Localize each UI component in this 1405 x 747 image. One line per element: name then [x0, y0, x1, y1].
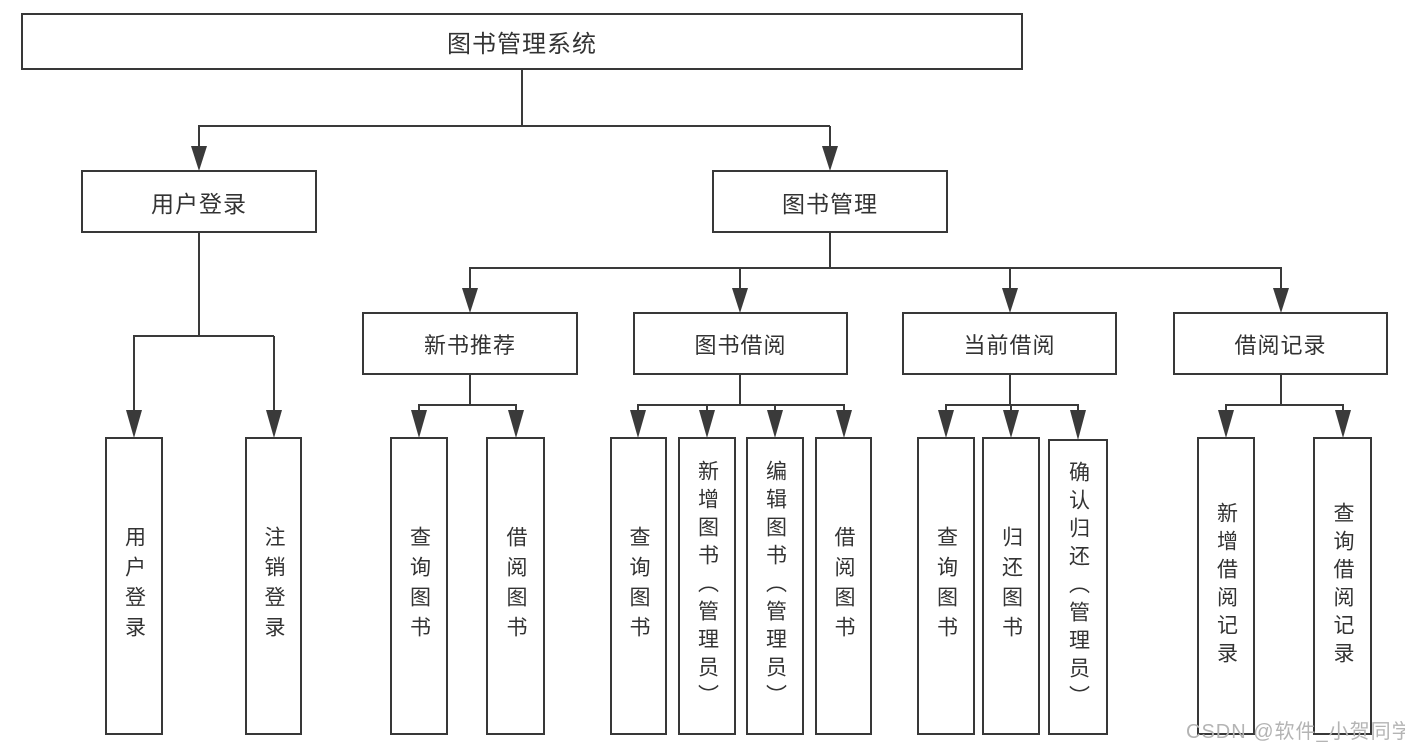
node-label: 当前借阅 [963, 332, 1056, 358]
node-library-management-system: 图书管理系统 [21, 13, 1023, 70]
leaf-add-books-admin: 新增图书（管理员） [678, 437, 736, 735]
leaf-logout: 注销登录 [245, 437, 302, 735]
node-borrow-records: 借阅记录 [1173, 312, 1388, 375]
node-label: 用户登录 [151, 190, 247, 217]
node-user-login: 用户登录 [81, 170, 317, 233]
leaf-label: 用户登录 [122, 526, 146, 646]
leaf-borrow-books: 借阅图书 [815, 437, 872, 735]
leaf-label: 确认归还（管理员） [1066, 461, 1090, 713]
node-book-management: 图书管理 [712, 170, 948, 233]
node-book-borrow: 图书借阅 [633, 312, 848, 375]
leaf-label: 新增借阅记录 [1214, 502, 1238, 670]
leaf-query-books-borrow: 查询图书 [610, 437, 667, 735]
csdn-watermark: CSDN @软件_小贺同学 [1186, 721, 1405, 743]
leaf-label: 注销登录 [262, 526, 285, 646]
node-label: 借阅记录 [1234, 332, 1327, 358]
leaf-query-books-current: 查询图书 [917, 437, 975, 735]
leaf-edit-books-admin: 编辑图书（管理员） [746, 437, 804, 735]
node-label: 新书推荐 [423, 332, 516, 358]
leaf-query-books-recommend: 查询图书 [390, 437, 448, 735]
leaf-label: 借阅图书 [504, 526, 527, 646]
leaf-label: 查询图书 [934, 526, 958, 646]
leaf-label: 查询借阅记录 [1331, 502, 1354, 670]
leaf-label: 新增图书（管理员） [695, 460, 719, 712]
node-label: 图书管理 [782, 190, 878, 217]
leaf-add-borrow-record: 新增借阅记录 [1197, 437, 1255, 735]
node-current-borrow: 当前借阅 [902, 312, 1117, 375]
node-new-book-recommend: 新书推荐 [362, 312, 578, 375]
leaf-borrow-books-recommend: 借阅图书 [486, 437, 545, 735]
leaf-label: 查询图书 [627, 526, 650, 646]
node-label: 图书管理系统 [447, 31, 597, 58]
leaf-label: 查询图书 [407, 526, 431, 646]
leaf-user-login: 用户登录 [105, 437, 163, 735]
leaf-return-books: 归还图书 [982, 437, 1040, 735]
leaf-label: 编辑图书（管理员） [763, 460, 787, 712]
leaf-confirm-return-admin: 确认归还（管理员） [1048, 439, 1108, 735]
leaf-label: 借阅图书 [832, 526, 855, 646]
leaf-label: 归还图书 [999, 526, 1023, 646]
node-label: 图书借阅 [694, 332, 787, 358]
leaf-query-borrow-record: 查询借阅记录 [1313, 437, 1372, 735]
